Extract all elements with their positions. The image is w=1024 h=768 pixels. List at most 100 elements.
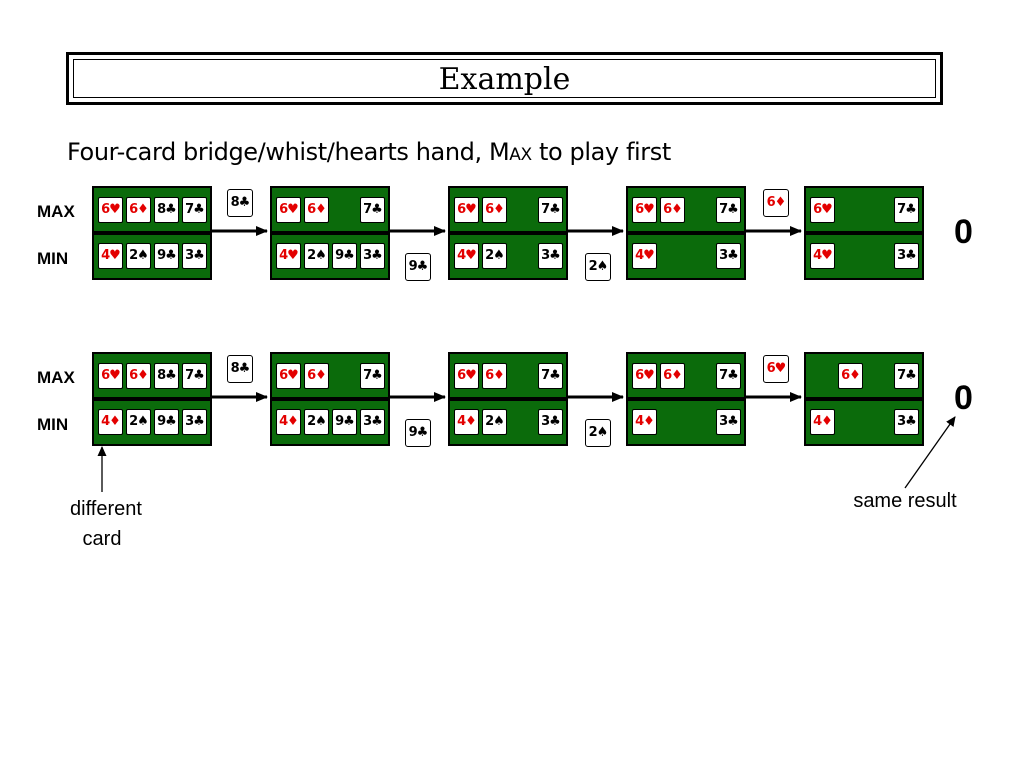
result-value: 0 — [954, 379, 973, 417]
card-min: 3♣ — [716, 243, 741, 269]
card-min: 4♥ — [276, 243, 301, 269]
slide-subtitle: Four-card bridge/whist/hearts hand, Max … — [67, 138, 671, 166]
hand-divider — [628, 397, 744, 401]
card-max: 7♣ — [182, 197, 207, 223]
card-min: 4♥ — [632, 243, 657, 269]
card-max: 6♥ — [810, 197, 835, 223]
hand-1-4: 6♥6♦ 7♣ 4♥ 3♣ — [626, 186, 746, 280]
hand-divider — [628, 231, 744, 235]
card-max: 7♣ — [894, 197, 919, 223]
title-box: Example — [66, 52, 943, 105]
card-max: 6♦ — [304, 363, 329, 389]
card-min: 4♦ — [632, 409, 657, 435]
card-min: 2♠ — [126, 243, 151, 269]
card-min: 9♣ — [154, 243, 179, 269]
card-max: 8♣ — [154, 363, 179, 389]
hand-divider — [272, 397, 388, 401]
card-max: 8♣ — [154, 197, 179, 223]
card-min: 3♣ — [360, 243, 385, 269]
hand-divider — [272, 231, 388, 235]
card-min: 9♣ — [154, 409, 179, 435]
card-min: 3♣ — [716, 409, 741, 435]
card-max: 7♣ — [716, 363, 741, 389]
card-max: 7♣ — [360, 197, 385, 223]
card-max: 6♥ — [454, 197, 479, 223]
hand-divider — [94, 397, 210, 401]
card-min: 2♠ — [482, 409, 507, 435]
card-max: 6♥ — [632, 197, 657, 223]
card-max: 6♥ — [276, 363, 301, 389]
hand-divider — [94, 231, 210, 235]
row-label-min-1: MIN — [37, 249, 69, 268]
played-card: 8♣ — [227, 355, 253, 383]
subtitle-lead: Four-card bridge/whist/hearts hand, — [67, 138, 489, 166]
hand-divider — [450, 397, 566, 401]
card-max: 6♦ — [660, 363, 685, 389]
played-card: 2♠ — [585, 419, 611, 447]
card-max: 7♣ — [894, 363, 919, 389]
card-min: 2♠ — [304, 243, 329, 269]
card-min: 9♣ — [332, 409, 357, 435]
subtitle-max: Max — [488, 138, 532, 166]
card-min: 4♦ — [276, 409, 301, 435]
card-max: 6♦ — [126, 363, 151, 389]
card-max: 7♣ — [360, 363, 385, 389]
annotation-different-card: different card — [70, 494, 142, 554]
card-min: 4♦ — [98, 409, 123, 435]
card-min: 2♠ — [126, 409, 151, 435]
played-card: 9♣ — [405, 419, 431, 447]
card-max: 6♦ — [482, 197, 507, 223]
annotation-different-line2: card — [82, 528, 122, 550]
hand-1-2: 6♥6♦ 7♣ 4♥2♠9♣3♣ — [270, 186, 390, 280]
played-card: 8♣ — [227, 189, 253, 217]
hand-divider — [806, 231, 922, 235]
played-card: 6♦ — [763, 189, 789, 217]
card-min: 2♠ — [304, 409, 329, 435]
card-min: 3♣ — [360, 409, 385, 435]
subtitle-tail: to play first — [531, 138, 671, 166]
card-min: 3♣ — [182, 243, 207, 269]
card-min: 3♣ — [182, 409, 207, 435]
card-min: 3♣ — [894, 243, 919, 269]
result-value: 0 — [954, 213, 973, 251]
card-min: 4♥ — [810, 243, 835, 269]
card-max: 6♥ — [98, 197, 123, 223]
played-card: 2♠ — [585, 253, 611, 281]
card-max: 6♦ — [482, 363, 507, 389]
card-max: 7♣ — [716, 197, 741, 223]
hand-2-4: 6♥6♦ 7♣ 4♦ 3♣ — [626, 352, 746, 446]
slide-title: Example — [73, 59, 936, 98]
card-max: 7♣ — [182, 363, 207, 389]
annotation-same-result: same result — [853, 490, 957, 512]
card-min: 4♦ — [810, 409, 835, 435]
hand-2-1: 6♥6♦8♣7♣ 4♦2♠9♣3♣ — [92, 352, 212, 446]
card-min: 9♣ — [332, 243, 357, 269]
annotation-different-line1: different — [70, 498, 142, 520]
card-max: 6♦ — [126, 197, 151, 223]
row-label-max-1: MAX — [37, 202, 75, 221]
hand-divider — [806, 397, 922, 401]
card-min: 4♥ — [454, 243, 479, 269]
hand-2-5: 6♦ 7♣ 4♦ 3♣ — [804, 352, 924, 446]
card-min: 3♣ — [894, 409, 919, 435]
card-max: 6♥ — [632, 363, 657, 389]
card-min: 3♣ — [538, 409, 563, 435]
hand-1-5: 6♥ 7♣ 4♥ 3♣ — [804, 186, 924, 280]
played-card: 6♥ — [763, 355, 789, 383]
played-card: 9♣ — [405, 253, 431, 281]
card-max: 6♥ — [276, 197, 301, 223]
row-label-min-2: MIN — [37, 415, 69, 434]
card-max: 6♦ — [660, 197, 685, 223]
card-min: 3♣ — [538, 243, 563, 269]
card-max: 6♥ — [454, 363, 479, 389]
card-max: 6♦ — [304, 197, 329, 223]
row-label-max-2: MAX — [37, 368, 75, 387]
card-min: 4♦ — [454, 409, 479, 435]
hand-1-3: 6♥6♦7♣4♥2♠3♣ — [448, 186, 568, 280]
hand-1-1: 6♥6♦8♣7♣4♥2♠9♣3♣ — [92, 186, 212, 280]
card-max: 6♦ — [838, 363, 863, 389]
hand-2-3: 6♥6♦7♣4♦2♠3♣ — [448, 352, 568, 446]
card-max: 7♣ — [538, 197, 563, 223]
card-max: 6♥ — [98, 363, 123, 389]
